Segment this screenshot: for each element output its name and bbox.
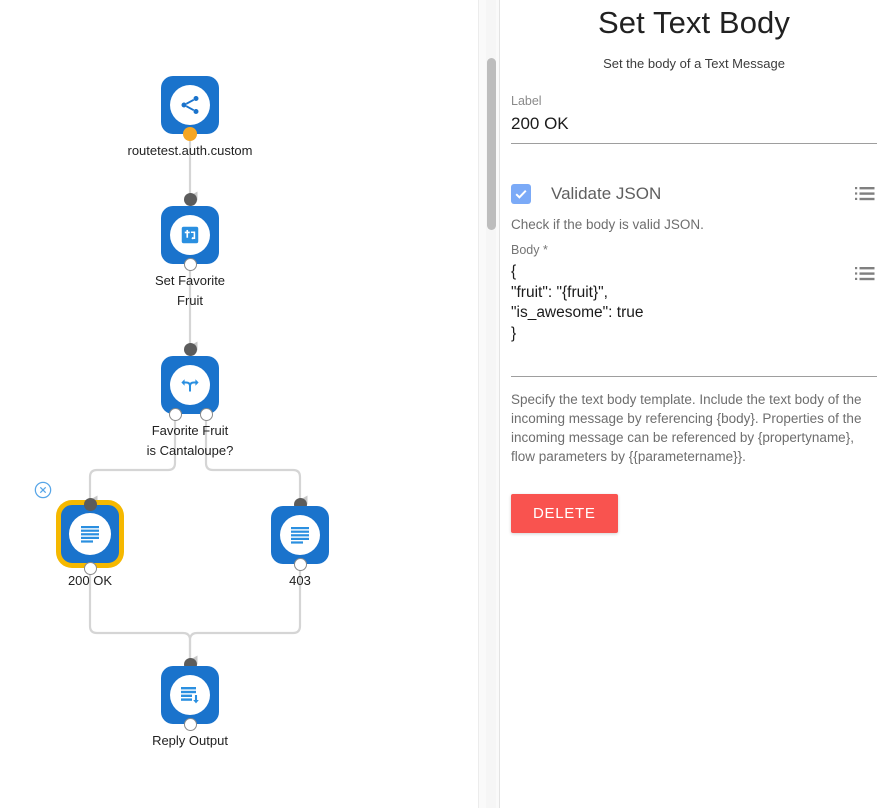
circle-x-icon-glyph — [34, 481, 52, 499]
validate-json-label: Validate JSON — [551, 184, 662, 203]
reply-output-icon-glyph — [181, 687, 199, 704]
body-field-underline — [511, 376, 877, 377]
flow-node-favorite-fruit-decision-label: Favorite Fruit is Cantaloupe? — [90, 421, 290, 461]
flow-node-set-favorite-fruit-input-port[interactable] — [184, 193, 197, 206]
body-field-caption: Body * — [511, 243, 548, 257]
text-body-icon-glyph — [291, 527, 309, 544]
circle-x-icon[interactable] — [34, 481, 52, 499]
panel-scrollbar-thumb[interactable] — [487, 58, 496, 230]
flow-node-response-200-ok-output-port[interactable] — [84, 562, 97, 575]
list-icon-glyph — [855, 187, 875, 201]
text-body-icon — [280, 515, 320, 555]
flow-node-response-403-output-port[interactable] — [294, 558, 307, 571]
node-label-text: 200 OK — [67, 573, 113, 588]
branch-icon — [170, 365, 210, 405]
label-field-input[interactable]: 200 OK — [511, 114, 569, 133]
text-body-icon — [69, 513, 111, 555]
flow-node-set-favorite-fruit-label: Set Favorite Fruit — [90, 271, 290, 311]
flow-node-favorite-fruit-decision-output-port-false[interactable] — [200, 408, 213, 421]
validate-json-list-icon[interactable] — [855, 186, 877, 202]
flow-node-route-trigger-output-port[interactable] — [183, 127, 197, 141]
delete-button[interactable]: DELETE — [511, 494, 618, 533]
node-label-text: routetest.auth.custom — [127, 143, 253, 158]
list-icon-glyph — [855, 267, 875, 281]
share-icon-glyph — [181, 96, 199, 114]
flow-node-reply-output-label: Reply Output — [90, 731, 290, 751]
node-label-text-line2: Fruit — [177, 293, 203, 308]
flow-node-reply-output[interactable] — [161, 666, 219, 724]
node-label-text: Set Favorite — [154, 273, 226, 288]
text-body-icon-glyph — [81, 526, 99, 543]
body-helper-text: Specify the text body template. Include … — [511, 392, 862, 464]
validate-json-checkbox[interactable] — [511, 184, 531, 204]
label-field-group: Label 200 OK — [511, 93, 877, 144]
flow-node-favorite-fruit-decision[interactable] — [161, 356, 219, 414]
label-field-caption: Label — [511, 94, 542, 108]
validate-json-row: Validate JSON — [511, 184, 877, 204]
flow-node-favorite-fruit-decision-input-port[interactable] — [184, 343, 197, 356]
check-icon — [515, 190, 527, 199]
validate-json-hint: Check if the body is valid JSON. — [511, 217, 704, 232]
flow-node-response-200-ok-label: 200 OK — [0, 571, 190, 591]
flow-node-response-403-label: 403 — [200, 571, 400, 591]
flow-node-route-trigger-label: routetest.auth.custom — [90, 141, 290, 161]
flow-node-favorite-fruit-decision-output-port-true[interactable] — [169, 408, 182, 421]
node-label-text-line2: is Cantaloupe? — [146, 443, 234, 458]
share-icon — [170, 85, 210, 125]
body-field-group: Body * { "fruit": "{fruit}", "is_awesome… — [511, 242, 877, 377]
flow-node-response-200-ok-input-port[interactable] — [84, 498, 97, 511]
flow-node-reply-output-output-port[interactable] — [184, 718, 197, 731]
node-label-text: 403 — [289, 573, 311, 588]
node-label-text: Reply Output — [152, 733, 228, 748]
panel-title: Set Text Body — [597, 5, 790, 40]
set-property-icon — [170, 215, 210, 255]
node-label-text: Favorite Fruit — [151, 423, 229, 438]
flow-node-set-favorite-fruit-output-port[interactable] — [184, 258, 197, 271]
properties-panel: Set Text Body Set the body of a Text Mes… — [500, 0, 888, 808]
reply-output-icon — [170, 675, 210, 715]
flow-node-response-403[interactable] — [271, 506, 329, 564]
flow-connectors — [88, 140, 308, 665]
branch-icon-glyph — [181, 379, 199, 392]
set-property-icon-glyph — [181, 226, 199, 244]
panel-subtitle: Set the body of a Text Message — [603, 56, 785, 71]
flow-node-set-favorite-fruit[interactable] — [161, 206, 219, 264]
flow-canvas[interactable]: routetest.auth.custom Set Favorite Fruit — [0, 0, 478, 808]
panel-scrollbar-track[interactable] — [486, 0, 496, 808]
body-field-list-icon[interactable] — [855, 266, 877, 282]
body-field-input[interactable]: { "fruit": "{fruit}", "is_awesome": true… — [511, 263, 644, 342]
flow-node-route-trigger[interactable] — [161, 76, 219, 134]
label-field-underline — [511, 143, 877, 144]
